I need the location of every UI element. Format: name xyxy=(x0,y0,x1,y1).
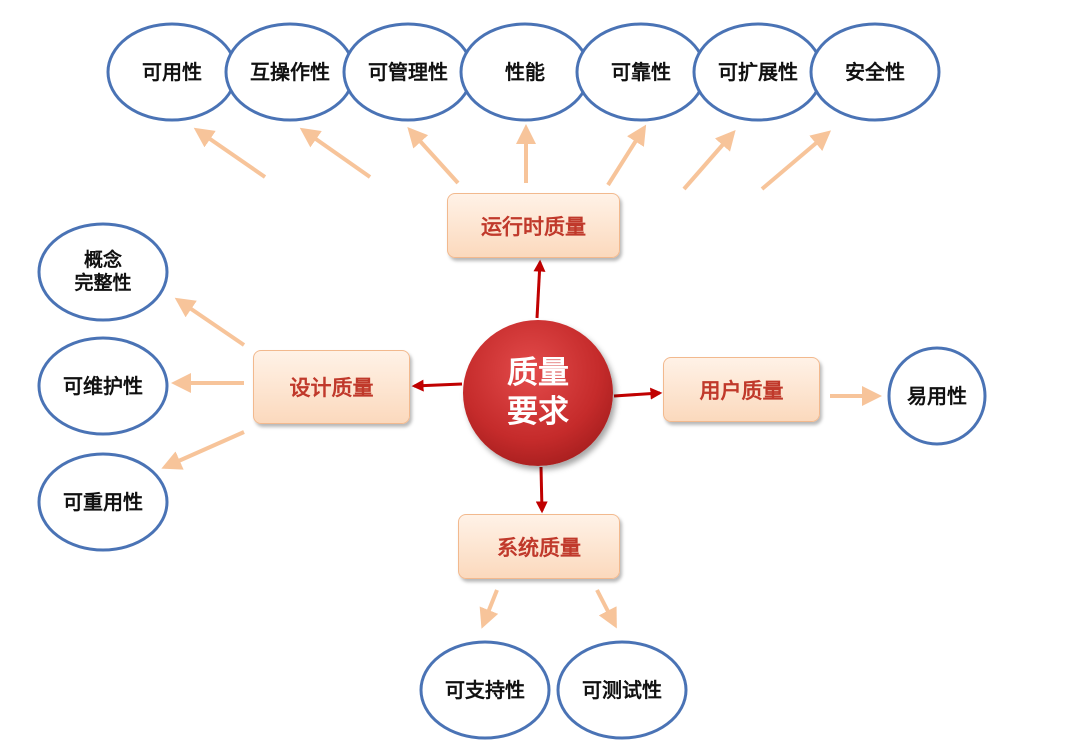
center-quality-requirements: 质量 要求 xyxy=(463,320,613,466)
box-user-quality: 用户质量 xyxy=(663,357,820,422)
arrow-to-interoperability xyxy=(299,127,372,179)
arrow-center-to-design xyxy=(411,379,463,392)
ellipse-interoperability xyxy=(224,22,356,122)
ellipse-availability xyxy=(106,22,238,122)
arrow-to-conceptual-integrity xyxy=(174,297,246,347)
ellipse-security xyxy=(809,22,941,122)
ellipse-conceptual-integrity xyxy=(37,222,169,322)
arrow-to-reusability xyxy=(161,430,245,470)
ellipse-manageability xyxy=(342,22,474,122)
arrow-to-reliability xyxy=(606,124,647,187)
arrow-to-security xyxy=(760,130,832,191)
arrow-to-availability xyxy=(193,127,267,179)
ellipse-testability xyxy=(556,640,688,740)
arrow-center-to-system xyxy=(535,466,548,514)
ellipse-maintainability xyxy=(37,336,169,436)
ellipse-reusability xyxy=(37,452,169,552)
center-line1: 质量 xyxy=(507,355,569,392)
box-design-quality: 设计质量 xyxy=(253,350,410,424)
ellipse-usability xyxy=(887,346,987,446)
arrow-to-scalability xyxy=(682,129,736,191)
box-runtime-quality: 运行时质量 xyxy=(447,193,620,258)
arrow-to-testability xyxy=(595,589,617,629)
ellipse-reliability xyxy=(575,22,707,122)
ellipse-performance xyxy=(459,22,591,122)
ellipse-scalability xyxy=(692,22,824,122)
arrow-center-to-user xyxy=(613,387,663,400)
ellipse-supportability xyxy=(419,640,551,740)
box-system-quality: 系统质量 xyxy=(458,514,620,579)
arrow-to-supportability xyxy=(479,589,499,629)
center-line2: 要求 xyxy=(507,394,569,430)
arrow-center-to-runtime xyxy=(533,259,546,319)
arrow-to-manageability xyxy=(407,127,460,185)
